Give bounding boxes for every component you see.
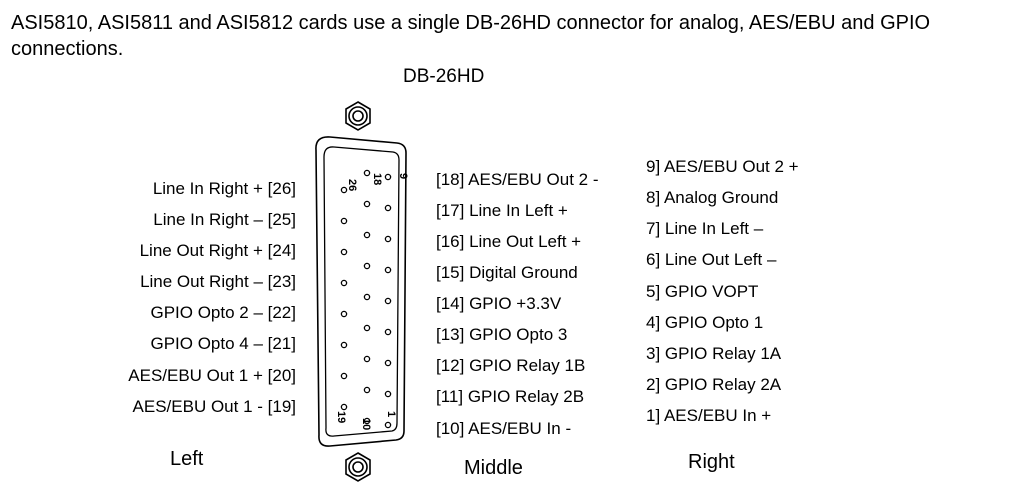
left-pin-label: AES/EBU Out 1 - [19] [132,397,296,416]
middle-pin-label: [11] GPIO Relay 2B [436,387,585,406]
pin-number-19: 19 [335,411,347,423]
middle-pin-label: [13] GPIO Opto 3 [436,325,568,344]
pin-dot [340,341,348,349]
pin-number-9: 9 [397,173,409,179]
middle-pin-label: [12] GPIO Relay 1B [436,356,586,375]
pin-dot [363,293,371,301]
left-column-title: Left [170,448,204,470]
middle-pin-label: [14] GPIO +3.3V [436,294,562,313]
middle-pin-label: [15] Digital Ground [436,263,578,282]
left-pin-label: Line In Right – [25] [153,210,296,229]
right-pin-label: 9] AES/EBU Out 2 + [646,157,799,176]
right-pin-label: 8] Analog Ground [646,188,779,207]
left-pin-label: Line In Right + [26] [152,179,296,198]
pin-dot [363,200,371,208]
right-pin-label: 1] AES/EBU In + [646,406,772,425]
pin-dot [340,372,348,380]
pin-dot [363,231,371,239]
pin-number-26: 26 [346,179,358,191]
intro-text: ASI5810, ASI5811 and ASI5812 cards use a… [11,12,931,60]
pin-dot [363,324,371,332]
pin-dot [384,421,392,429]
db26hd-connector-diagram: 9 18 26 1 10 19 [315,101,409,482]
pin-dot [340,279,348,287]
connector-pins [340,169,392,429]
pin-number-1: 1 [385,411,397,417]
pin-dot [384,173,392,181]
middle-column-title: Middle [464,457,523,479]
pin-dot [363,355,371,363]
right-pin-label: 5] GPIO VOPT [646,282,759,301]
right-pin-label: 4] GPIO Opto 1 [646,313,764,332]
connector-title: DB-26HD [403,66,485,87]
left-pin-label: GPIO Opto 2 – [22] [150,303,296,322]
pin-dot [384,204,392,212]
left-pin-label: Line Out Right – [23] [140,272,296,291]
pin-dot [363,386,371,394]
pin-dot [384,328,392,336]
middle-pin-label: [17] Line In Left + [436,201,568,220]
pin-dot [384,359,392,367]
pin-dot [340,310,348,318]
pin-dot [384,297,392,305]
pin-dot [363,417,371,425]
pin-dot [384,266,392,274]
pin-dot [384,235,392,243]
pin-dot [384,390,392,398]
top-screw-icon [345,101,371,131]
right-pin-label: 7] Line In Left – [646,219,764,238]
left-pin-label: Line Out Right + [24] [139,241,296,260]
pin-number-10: 10 [360,418,372,430]
pin-dot [363,262,371,270]
right-column-title: Right [688,451,735,473]
left-pin-label: GPIO Opto 4 – [21] [150,334,296,353]
pin-dot [340,403,348,411]
right-pin-label: 3] GPIO Relay 1A [646,344,782,363]
bottom-screw-icon [345,452,371,482]
middle-pin-label: [18] AES/EBU Out 2 - [436,170,599,189]
right-pin-label: 2] GPIO Relay 2A [646,375,782,394]
pin-dot [340,186,348,194]
pin-number-18: 18 [371,173,383,185]
pin-dot [340,217,348,225]
middle-pin-label: [10] AES/EBU In - [436,419,572,438]
left-pin-label: AES/EBU Out 1 + [20] [128,366,296,385]
pin-dot [340,248,348,256]
right-pin-label: 6] Line Out Left – [646,250,777,269]
middle-pin-label: [16] Line Out Left + [436,232,582,251]
pin-dot [363,169,371,177]
